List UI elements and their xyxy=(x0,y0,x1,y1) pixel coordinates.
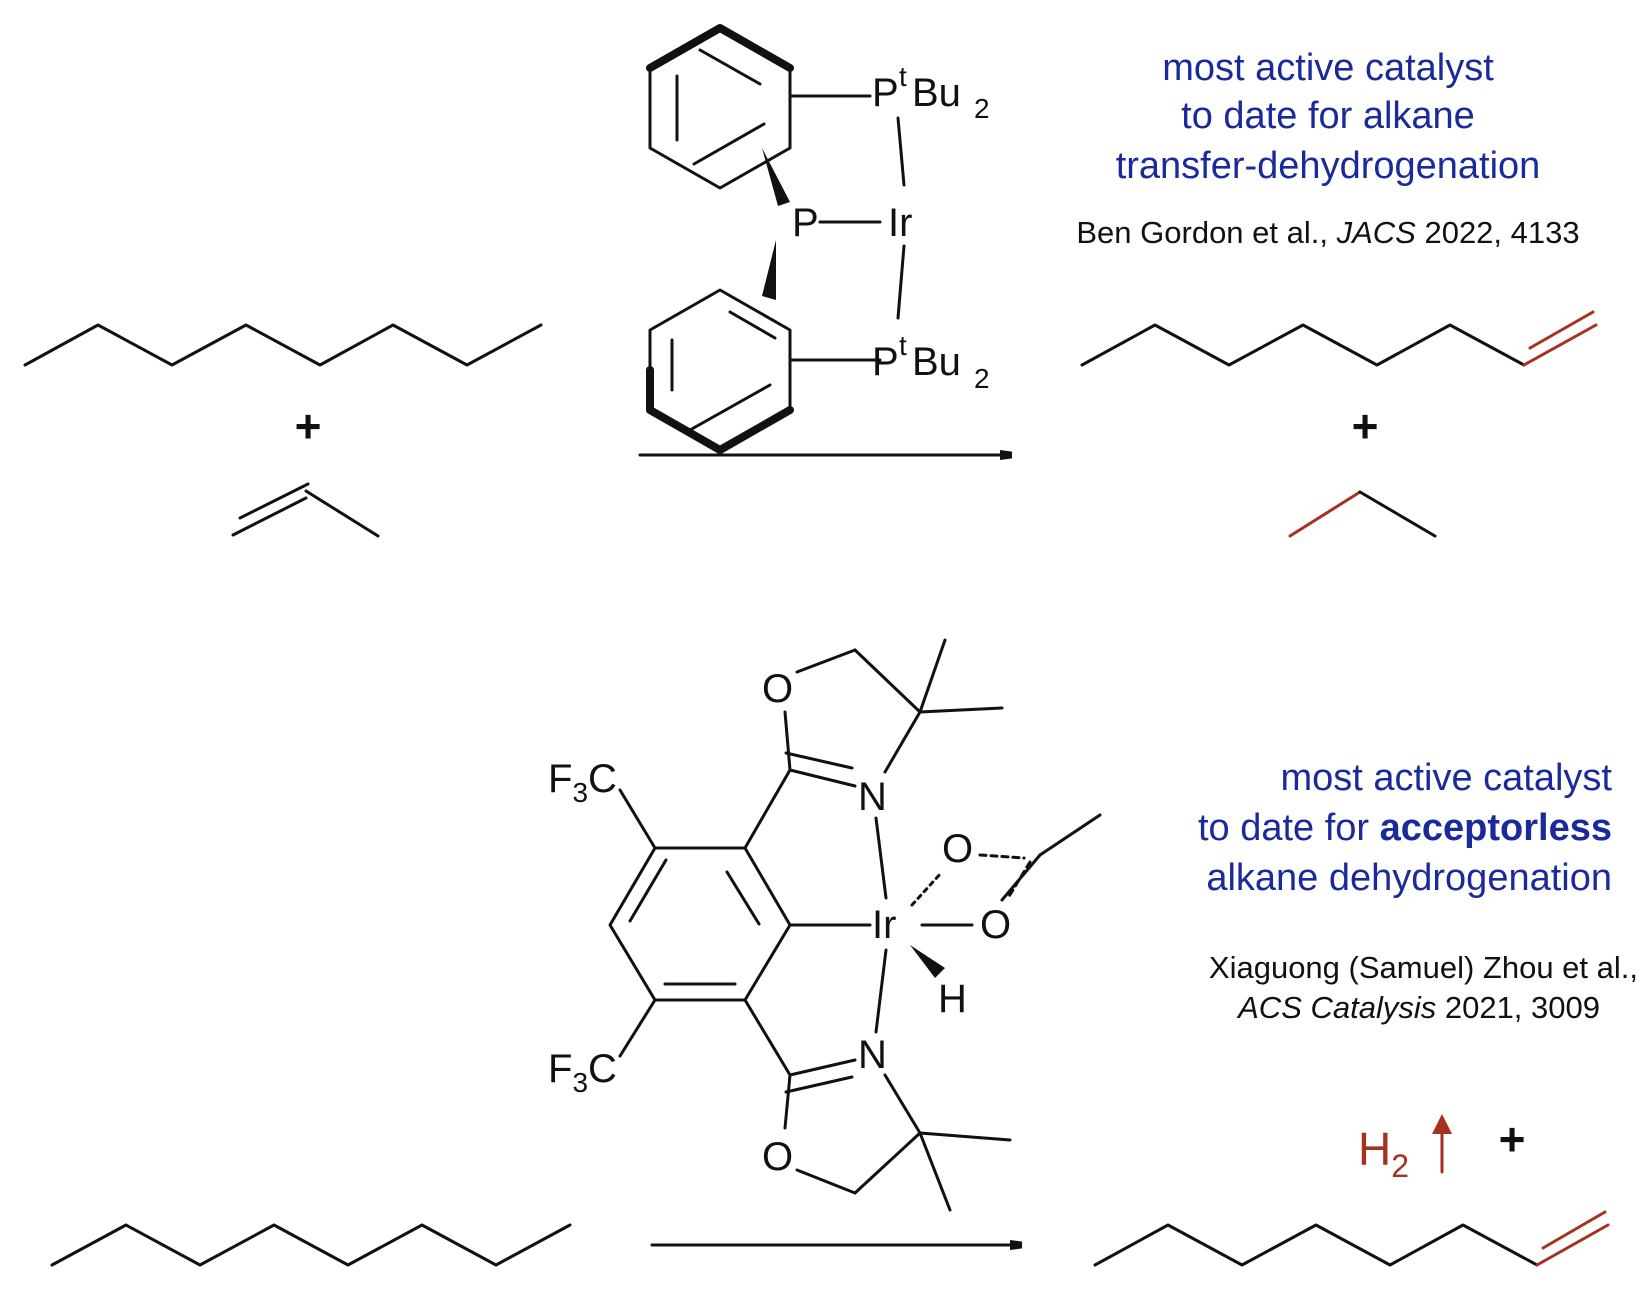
butyl-label-top: Bu xyxy=(912,71,961,115)
hydrogen-gas-label: H2 xyxy=(1358,1123,1409,1184)
oxygen-ring-bottom-label: O xyxy=(762,1135,793,1179)
gas-evolution-arrow-icon xyxy=(1432,1114,1452,1174)
plus-sign-top-right: + xyxy=(1352,400,1379,452)
iridium-label-top: Ir xyxy=(888,201,912,245)
plus-sign-top-left: + xyxy=(295,400,322,452)
top-note-line-2: to date for alkane xyxy=(1181,95,1475,137)
octane-reactant-bottom xyxy=(50,1223,572,1267)
propane-product xyxy=(1288,490,1437,538)
oxygen-ring-top-label: O xyxy=(762,667,793,711)
propene-reactant xyxy=(231,482,380,538)
bottom-citation-line-2: ACS Catalysis 2021, 3009 xyxy=(1236,990,1600,1025)
plus-sign-bottom-right: + xyxy=(1499,1113,1526,1165)
oxygen-acetate-top-label: O xyxy=(942,827,973,871)
phosphorus-label-top: P xyxy=(872,71,899,115)
bottom-note-line-3: alkane dehydrogenation xyxy=(1206,857,1612,899)
nitrogen-top-label: N xyxy=(858,775,887,819)
octene-product-bottom xyxy=(1093,1210,1610,1267)
phebox-iridium-catalyst: F3C F3C O N Ir O O H N O xyxy=(548,638,1102,1212)
hydride-label: H xyxy=(938,977,967,1021)
subscript-2-bottom: 2 xyxy=(974,363,990,394)
octene-product-top xyxy=(1080,310,1598,367)
top-note-line-3: transfer-dehydrogenation xyxy=(1116,145,1541,187)
bottom-note-line-2: to date for acceptorless xyxy=(1198,807,1612,849)
cf3-label-top: F3C xyxy=(548,757,617,808)
phosphorus-label-center: P xyxy=(792,201,819,245)
top-citation: Ben Gordon et al., JACS 2022, 4133 xyxy=(1076,215,1579,250)
tert-superscript-bottom: t xyxy=(899,330,907,361)
phosphorus-label-bottom: P xyxy=(872,340,899,384)
butyl-label-bottom: Bu xyxy=(912,340,961,384)
pcp-iridium-catalyst: P t Bu 2 P Ir P t Bu 2 xyxy=(646,24,990,454)
octane-reactant-top xyxy=(23,323,543,367)
cf3-label-bottom: F3C xyxy=(548,1047,617,1098)
nitrogen-bottom-label: N xyxy=(858,1033,887,1077)
subscript-2-top: 2 xyxy=(974,93,990,124)
bottom-citation-line-1: Xiaguong (Samuel) Zhou et al., xyxy=(1209,950,1638,985)
tert-superscript-top: t xyxy=(899,61,907,92)
iridium-label-bottom: Ir xyxy=(872,903,896,947)
bottom-note-line-1: most active catalyst xyxy=(1280,757,1612,799)
oxygen-acetate-bottom-label: O xyxy=(980,903,1011,947)
top-note-line-1: most active catalyst xyxy=(1162,47,1494,89)
